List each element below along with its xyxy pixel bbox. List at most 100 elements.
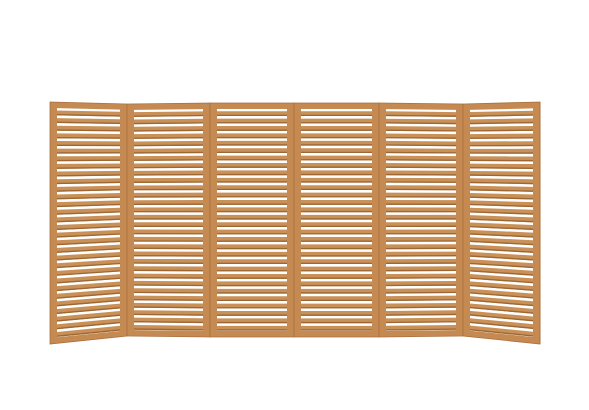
panel-slat-shadow [134,328,203,331]
panel-slat-shadow [134,306,203,309]
panel-slat-shadow [301,210,372,213]
panel-slat-shadow [217,166,287,168]
panel-slat-shadow [386,159,456,161]
panel-slat-shadow [57,152,120,154]
panel-slat-shadow [134,299,203,301]
panel-slat-shadow [470,233,533,238]
panel-slat-shadow [386,313,456,316]
panel-slat-shadow [301,129,372,131]
panel-slat-shadow [57,255,120,261]
screen-panel [49,101,128,345]
panel-slat-shadow [57,262,120,269]
panel-slat-shadow [301,188,372,191]
panel-slat-shadow [134,232,203,235]
panel-slat-shadow [57,225,120,230]
panel-slat-shadow [57,314,120,322]
panel-slat-shadow [134,210,203,213]
panel-slat-shadow [386,299,456,301]
panel-slat-shadow [134,181,203,183]
panel-slat-shadow [57,136,120,139]
panel-slat-shadow [134,255,203,257]
panel-slat-shadow [301,307,372,309]
panel-slat-shadow [386,277,456,279]
panel-slat-shadow [134,321,203,324]
panel-slat-shadow [470,277,533,284]
panel-slat-shadow [301,247,372,250]
panel-slat-shadow [57,218,120,223]
panel-slat-shadow [386,291,456,294]
panel-slat-shadow [470,174,533,177]
panel-slat-shadow [217,284,287,287]
screen-panel [378,102,464,338]
panel-slat-shadow [134,196,203,198]
panel-slat-shadow [217,144,287,146]
panel-slat-shadow [470,137,533,139]
panel-slat-shadow [386,166,456,169]
panel-slat-shadow [57,292,120,299]
panel-slat-shadow [301,270,372,272]
panel-slat-shadow [470,248,533,253]
panel-slat-shadow [217,136,287,139]
panel-slat-shadow [217,329,287,331]
panel-slat-shadow [57,307,120,314]
panel-slat-shadow [134,188,203,191]
panel-slat-shadow [134,225,203,228]
panel-slat-shadow [301,240,372,242]
panel-slat-shadow [386,114,456,117]
panel-slat-shadow [217,240,287,242]
panel-slat-shadow [301,122,372,124]
panel-slat-shadow [57,159,120,162]
panel-slat-shadow [57,248,120,253]
panel-slat-shadow [470,225,533,230]
panel-slat-shadow [301,299,372,302]
panel-slat-shadow [134,240,203,242]
panel-slat-shadow [134,137,203,139]
panel-slat-shadow [217,262,287,265]
panel-slat-shadow [134,166,203,169]
panel-slat-shadow [386,181,456,183]
panel-slat-shadow [217,188,287,191]
panel-slat-shadow [57,166,120,169]
panel-slat-shadow [217,307,287,309]
screen-panel [126,102,211,338]
panel-slat-shadow [217,270,287,272]
panel-slat-shadow [386,144,456,147]
panel-slat-shadow [57,181,120,185]
panel-slat-shadow [386,262,456,264]
panel-slat-shadow [134,203,203,205]
panel-slat-shadow [134,291,203,294]
panel-slat-shadow [217,233,287,235]
panel-slat-shadow [57,129,120,132]
panel-slat-shadow [386,328,456,331]
panel-slat-shadow [301,284,372,287]
panel-slat-shadow [57,270,120,276]
panel-slat-shadow [134,277,203,279]
panel-slat-shadow [57,121,120,124]
panel-slat-shadow [217,196,287,198]
panel-slat-shadow [470,218,533,223]
panel-slat-shadow [301,321,372,324]
panel-slat-shadow [301,225,372,228]
screen-panel [293,102,380,338]
panel-slat-shadow [386,196,456,198]
panel-slat-shadow [57,240,120,246]
panel-slat-shadow [386,284,456,287]
panel-slat-shadow [470,299,533,307]
panel-slat-shadow [301,329,372,331]
panel-slat-shadow [470,152,533,154]
panel-slat-shadow [134,262,203,264]
panel-slat-shadow [301,136,372,139]
screen-panel [462,101,541,345]
panel-slat-shadow [57,174,120,177]
panel-slat-shadow [57,277,120,284]
panel-slat-shadow [217,203,287,205]
panel-slat-shadow [301,203,372,205]
panel-slat-shadow [57,233,120,238]
panel-slat-shadow [217,210,287,213]
panel-slat-shadow [217,129,287,131]
panel-slat-shadow [217,218,287,220]
panel-slat-shadow [301,166,372,168]
panel-slat-shadow [386,255,456,257]
